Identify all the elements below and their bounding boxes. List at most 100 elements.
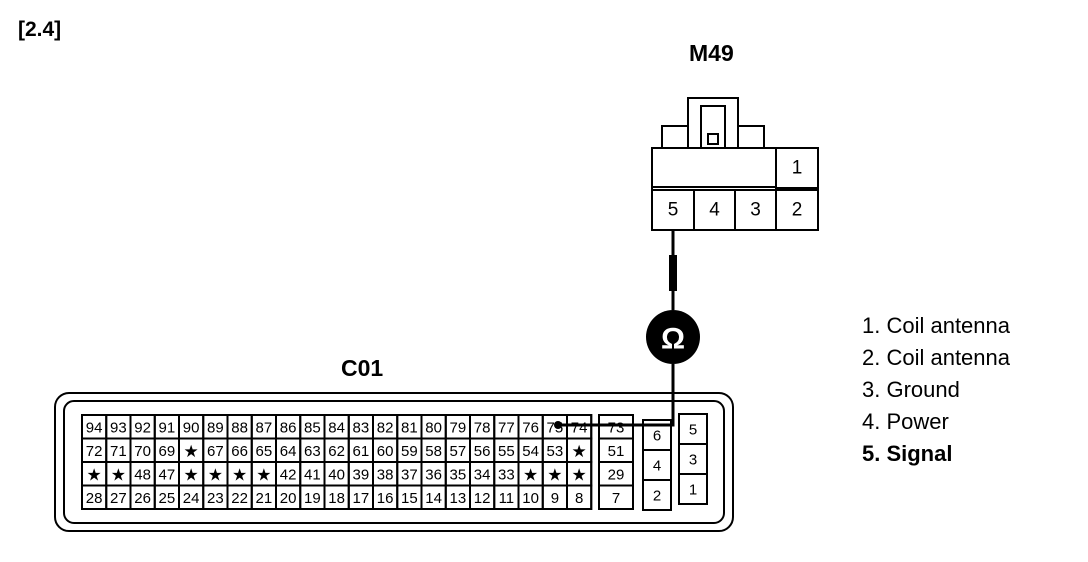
c01-pin-label: 48 <box>134 466 151 483</box>
c01-pin-label: 88 <box>231 419 248 436</box>
c01-pin-label: 76 <box>522 419 539 436</box>
legend-item: 1. Coil antenna <box>862 313 1010 338</box>
probe-contact <box>554 421 562 429</box>
c01-pin-label: 93 <box>110 419 127 436</box>
m49-pin-label: 4 <box>709 200 720 221</box>
c01-pin-label: 42 <box>280 466 297 483</box>
c01-pin-label: 72 <box>86 443 103 460</box>
c01-unused-pin-star: ★ <box>256 465 271 484</box>
c01-pin-label: 14 <box>425 490 442 507</box>
c01-pin-label: 4 <box>653 458 661 475</box>
c01-pin-label: 38 <box>377 466 394 483</box>
c01-pin-label: 69 <box>159 443 176 460</box>
c01-pin-label: 62 <box>328 443 345 460</box>
c01-pin-label: 70 <box>134 443 151 460</box>
c01-unused-pin-star: ★ <box>111 465 126 484</box>
c01-pin-label: 80 <box>425 419 442 436</box>
c01-pin-label: 18 <box>328 490 345 507</box>
c01-pin-label: 89 <box>207 419 224 436</box>
c01-pin-label: 84 <box>328 419 345 436</box>
ohmmeter-icon <box>646 310 700 364</box>
c01-pin-label: 1 <box>689 482 697 499</box>
c01-unused-pin-star: ★ <box>572 442 587 461</box>
c01-pin-label: 5 <box>689 422 697 439</box>
c01-pin-label: 54 <box>522 443 539 460</box>
c01-pin-label: 3 <box>689 452 697 469</box>
c01-pin-label: 87 <box>256 419 273 436</box>
m49-latch <box>700 105 726 149</box>
c01-pin-label: 61 <box>353 443 370 460</box>
c01-pin-label: 94 <box>86 419 103 436</box>
m49-pin-label: 5 <box>668 200 679 221</box>
c01-pin-label: 11 <box>499 490 515 507</box>
c01-pin-label: 64 <box>280 443 297 460</box>
c01-unused-pin-star: ★ <box>184 465 199 484</box>
c01-pin-label: 6 <box>653 428 661 445</box>
legend-item: 3. Ground <box>862 377 960 402</box>
c01-pin-label: 53 <box>547 443 564 460</box>
c01-pin-label: 37 <box>401 466 418 483</box>
c01-outer-shell <box>54 392 734 532</box>
c01-pin-label: 67 <box>207 443 224 460</box>
c01-pin-label: 74 <box>571 419 588 436</box>
c01-pin-label: 35 <box>450 466 467 483</box>
c01-pin-label: 10 <box>522 490 539 507</box>
c01-pin-cell <box>566 484 593 510</box>
c01-pin-label: 36 <box>425 466 442 483</box>
probe-wire <box>558 364 675 427</box>
c01-pin-label: 15 <box>401 490 418 507</box>
c01-pin-label: 24 <box>183 490 200 507</box>
c01-pin-label: 8 <box>575 490 583 507</box>
c01-pin-label: 20 <box>280 490 297 507</box>
c01-unused-pin-star: ★ <box>87 465 102 484</box>
m49-key-right <box>737 125 765 149</box>
c01-pin-label: 92 <box>134 419 151 436</box>
c01-unused-pin-star: ★ <box>184 442 199 461</box>
c01-pin-label: 21 <box>256 490 273 507</box>
c01-pin-label: 9 <box>551 490 559 507</box>
c01-pin-label: 73 <box>608 419 625 436</box>
c01-pin-label: 60 <box>377 443 394 460</box>
c01-pin-label: 79 <box>450 419 467 436</box>
c01-pin-label: 86 <box>280 419 297 436</box>
m49-key-left <box>661 125 689 149</box>
c01-pin-label: 71 <box>110 443 127 460</box>
c01-pin-label: 63 <box>304 443 321 460</box>
m49-pin-label: 1 <box>792 158 803 179</box>
c01-pin-label: 83 <box>353 419 370 436</box>
c01-pin-label: 77 <box>498 419 515 436</box>
c01-pin-label: 13 <box>450 490 467 507</box>
c01-pin-label: 29 <box>608 466 625 483</box>
c01-pin-label: 16 <box>377 490 394 507</box>
c01-pin-cell <box>678 473 708 505</box>
c01-unused-pin-star: ★ <box>547 465 562 484</box>
c01-pin-label: 22 <box>231 490 248 507</box>
c01-pin-cell <box>598 484 634 510</box>
c01-pin-label: 56 <box>474 443 491 460</box>
c01-pin-label: 51 <box>608 443 625 460</box>
c01-pin-label: 57 <box>450 443 467 460</box>
c01-pin-label: 12 <box>474 490 491 507</box>
legend-item: 5. Signal <box>862 441 953 466</box>
ohm-symbol: Ω <box>661 323 685 356</box>
c01-unused-pin-star: ★ <box>523 465 538 484</box>
c01-pin-label: 23 <box>207 490 224 507</box>
c01-inner-shell <box>63 400 725 524</box>
c01-unused-pin-star: ★ <box>572 465 587 484</box>
c01-pin-cell <box>642 479 672 511</box>
c01-pin-label: 90 <box>183 419 200 436</box>
c01-pin-label: 65 <box>256 443 273 460</box>
m49-pin-label: 3 <box>750 200 761 221</box>
m49-connector-title: M49 <box>689 40 734 66</box>
c01-pin-label: 19 <box>304 490 321 507</box>
c01-pin-label: 91 <box>159 419 176 436</box>
c01-pin-label: 40 <box>328 466 345 483</box>
m49-pin-cell <box>775 147 819 189</box>
c01-pin-label: 2 <box>653 488 661 505</box>
c01-connector-title: C01 <box>341 355 384 381</box>
c01-pin-label: 85 <box>304 419 321 436</box>
